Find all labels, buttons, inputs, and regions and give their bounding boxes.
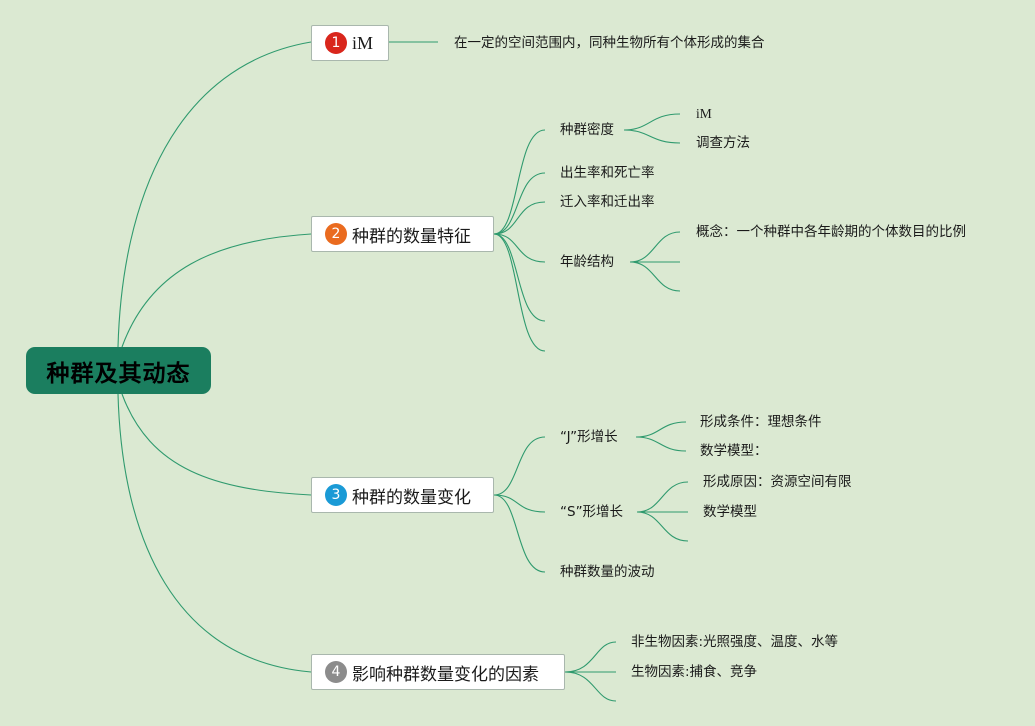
topic-3-j-condition: 形成条件：理想条件 <box>700 414 822 430</box>
connector-topic2-empty2 <box>493 233 546 352</box>
topic-3-j-growth: “J”形增长 <box>560 429 618 445</box>
topic-2-badge: 2 <box>325 223 347 245</box>
topic-4-badge: 4 <box>325 661 347 683</box>
topic-3-j-model: 数学模型： <box>700 443 768 459</box>
connector-topic2-empty1 <box>493 233 546 322</box>
topic-3-badge: 3 <box>325 484 347 506</box>
connector-topic2-density <box>493 129 546 235</box>
topic-2-label: 种群的数量特征 <box>352 226 471 247</box>
connector-j-model <box>635 436 687 452</box>
connector-s-reason <box>636 481 689 513</box>
topic-2-density-im: iM <box>696 106 712 121</box>
connector-root-topic2 <box>121 233 312 348</box>
topic-3-s-model: 数学模型 <box>703 504 757 520</box>
connector-topic3-s <box>493 494 546 513</box>
topic-2-birth-death: 出生率和死亡率 <box>560 165 655 181</box>
connector-topic3-j <box>493 436 546 496</box>
connector-topic2-birth <box>493 172 546 235</box>
root-node[interactable]: 种群及其动态 <box>26 347 211 394</box>
connector-topic2-age <box>493 233 546 263</box>
connector-j-condition <box>635 421 687 438</box>
connector-topic4-abiotic <box>564 641 617 673</box>
topic-1-definition: 在一定的空间范围内，同种生物所有个体形成的集合 <box>454 35 765 51</box>
topic-3-fluctuation: 种群数量的波动 <box>560 564 655 580</box>
connector-s-empty <box>636 511 689 542</box>
topic-4-label: 影响种群数量变化的因素 <box>352 664 539 685</box>
topic-2-migration: 迁入率和迁出率 <box>560 194 655 210</box>
topic-3-s-reason: 形成原因：资源空间有限 <box>703 474 852 490</box>
topic-1-badge: 1 <box>325 32 347 54</box>
topic-3-node[interactable]: 3 种群的数量变化 <box>311 477 494 513</box>
connector-age-empty2 <box>629 261 681 292</box>
topic-2-density-method: 调查方法 <box>696 135 750 151</box>
topic-3-label: 种群的数量变化 <box>352 487 471 508</box>
topic-1-label: iM <box>352 32 374 53</box>
connector-age-concept <box>629 231 681 263</box>
connector-topic2-migration <box>493 201 546 235</box>
topic-2-age-concept: 概念：一个种群中各年龄期的个体数目的比例 <box>696 224 966 240</box>
topic-2-node[interactable]: 2 种群的数量特征 <box>311 216 494 252</box>
root-label: 种群及其动态 <box>46 360 191 387</box>
connector-density-im <box>623 113 681 131</box>
topic-1-node[interactable]: 1 iM <box>311 25 389 61</box>
connector-density-method <box>623 129 681 144</box>
topic-2-age-structure: 年龄结构 <box>560 254 614 270</box>
topic-3-s-growth: “S”形增长 <box>560 504 624 520</box>
topic-2-density: 种群密度 <box>560 122 614 138</box>
connector-topic4-empty <box>564 671 617 702</box>
topic-4-abiotic: 非生物因素:光照强度、温度、水等 <box>631 634 839 650</box>
connector-root-topic3 <box>121 393 312 496</box>
connector-root-topic4 <box>117 393 312 673</box>
connector-root-topic1 <box>117 41 312 348</box>
topic-4-biotic: 生物因素:捕食、竞争 <box>631 664 758 680</box>
connector-topic3-wave <box>493 494 546 573</box>
topic-4-node[interactable]: 4 影响种群数量变化的因素 <box>311 654 565 690</box>
